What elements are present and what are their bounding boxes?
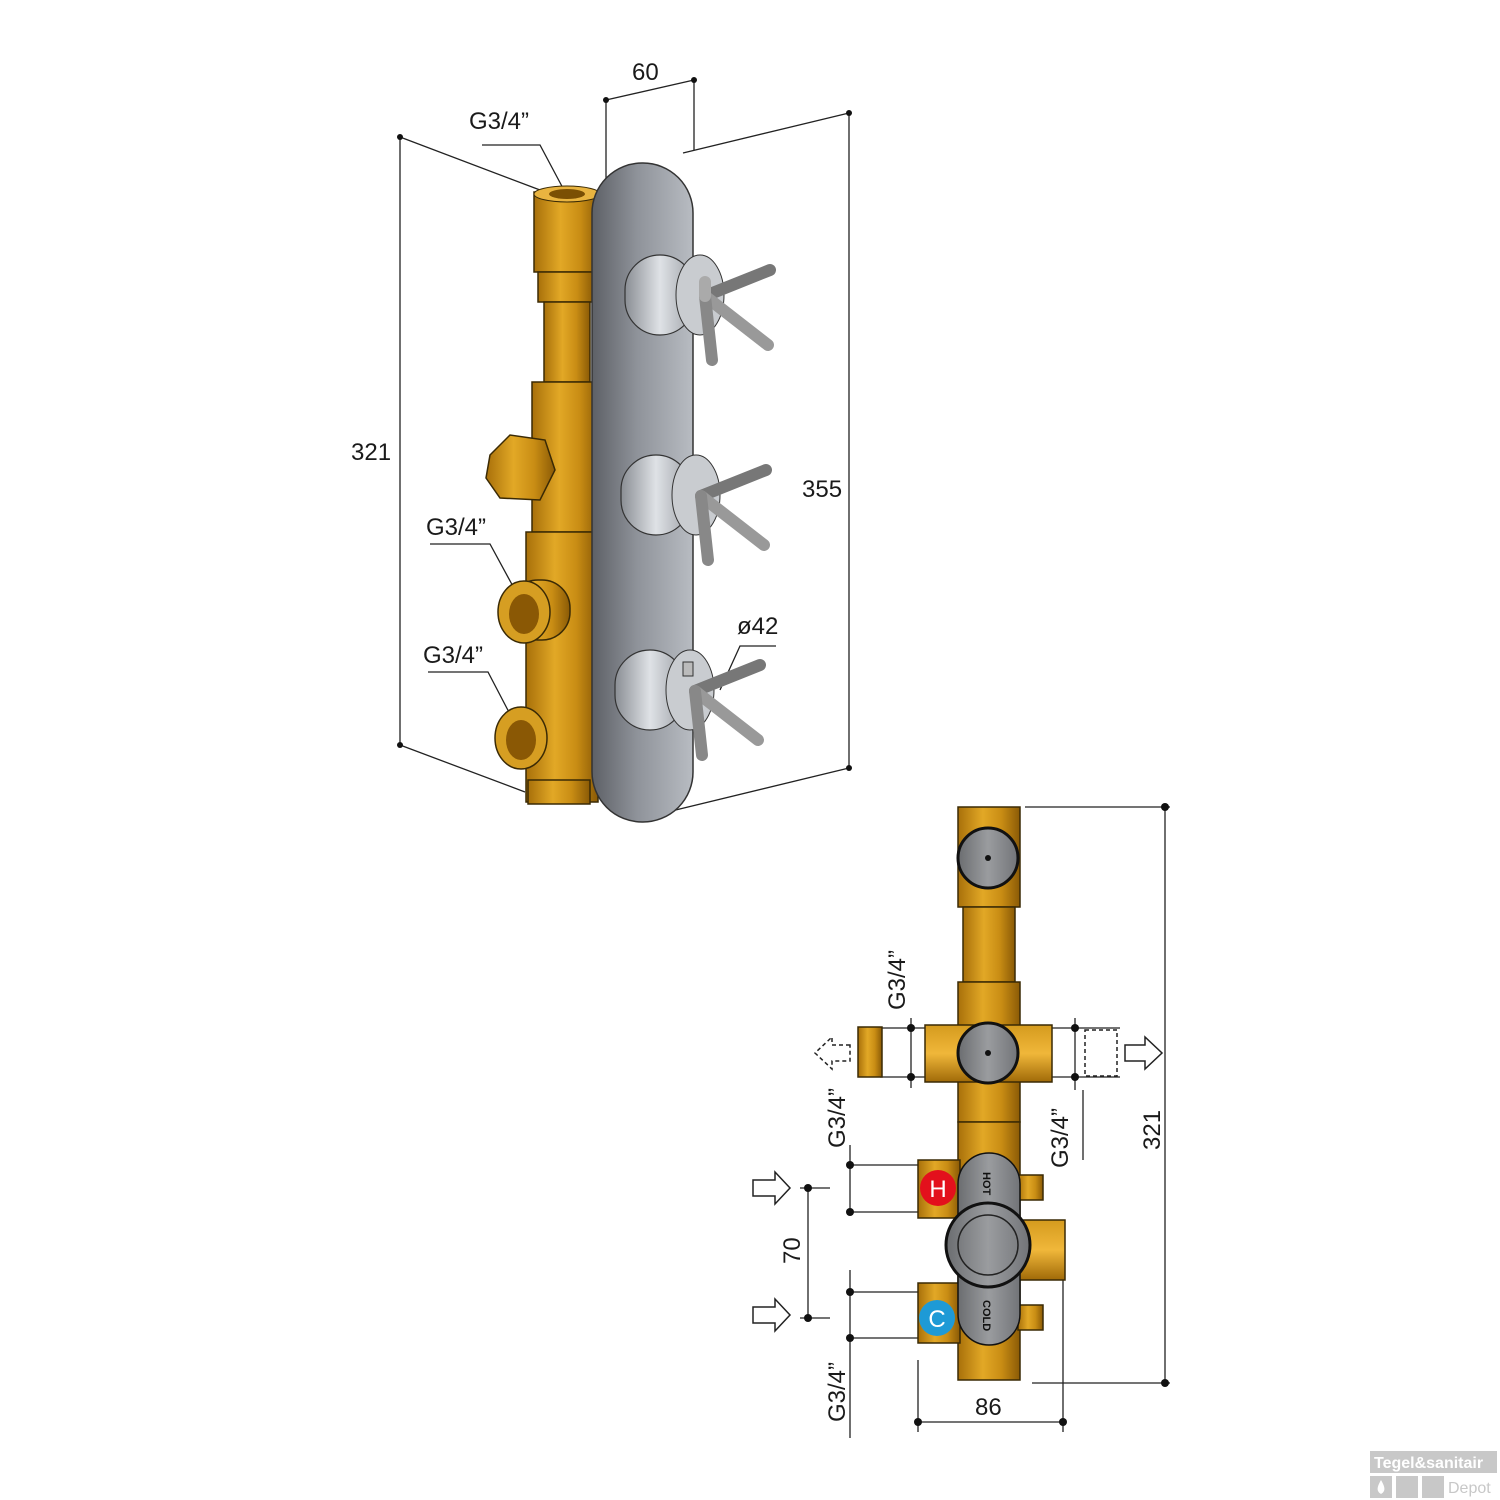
logo-line2: Depot bbox=[1448, 1480, 1491, 1497]
thread-side-upper-label: G3/4” bbox=[426, 514, 486, 541]
thread-outlet-right-label: G3/4” bbox=[1047, 1108, 1074, 1168]
hot-badge-letter: H bbox=[929, 1176, 946, 1203]
dim-depth-label: 60 bbox=[632, 59, 659, 86]
outlet-right-fitting-dashed bbox=[1084, 1029, 1118, 1077]
cold-badge-letter: C bbox=[928, 1306, 945, 1333]
front-view: H C HOT COLD 321 86 70 G3/4” G3/4” G3/4”… bbox=[752, 803, 1170, 1438]
inlet-cold-arrow-icon bbox=[752, 1297, 792, 1333]
outlet-left-arrow-icon bbox=[813, 1035, 851, 1071]
dim-handle-diameter-label: ø42 bbox=[737, 613, 778, 640]
outlet-right-arrow-icon bbox=[1124, 1035, 1164, 1071]
hot-label: HOT bbox=[980, 1172, 992, 1196]
logo-line1: Tegel&sanitair bbox=[1374, 1455, 1483, 1472]
dim-body-height-label: 321 bbox=[351, 439, 391, 466]
dim-plate-height-label: 355 bbox=[802, 476, 842, 503]
thread-outlet-left-label: G3/4” bbox=[884, 950, 911, 1010]
front-dimension-lines bbox=[800, 803, 1170, 1438]
thread-top-label: G3/4” bbox=[469, 108, 529, 135]
flow-arrows bbox=[752, 1029, 1164, 1333]
valve-body-brass bbox=[485, 185, 601, 805]
inlet-hot-arrow-icon bbox=[752, 1170, 792, 1206]
handle-bottom[interactable] bbox=[614, 649, 766, 761]
thread-side-lower-label: G3/4” bbox=[423, 642, 483, 669]
front-dim-height-label: 321 bbox=[1139, 1110, 1166, 1150]
front-dim-width-label: 86 bbox=[975, 1394, 1002, 1421]
drop-icon bbox=[1377, 1480, 1385, 1494]
cold-badge bbox=[919, 1300, 955, 1336]
cold-label: COLD bbox=[980, 1300, 992, 1331]
brand-logo: Tegel&sanitair Depot bbox=[1370, 1451, 1497, 1498]
handle-top[interactable] bbox=[624, 254, 776, 366]
front-valve-body bbox=[857, 806, 1066, 1381]
isometric-view: 60 G3/4” 321 355 G3/4” G3/4” ø42 bbox=[351, 59, 852, 823]
thread-inlet-hot-label: G3/4” bbox=[824, 1088, 851, 1148]
hot-badge bbox=[920, 1170, 956, 1206]
thread-inlet-cold-label: G3/4” bbox=[824, 1362, 851, 1422]
handle-middle[interactable] bbox=[620, 454, 772, 566]
front-dim-spacing-label: 70 bbox=[779, 1237, 806, 1264]
